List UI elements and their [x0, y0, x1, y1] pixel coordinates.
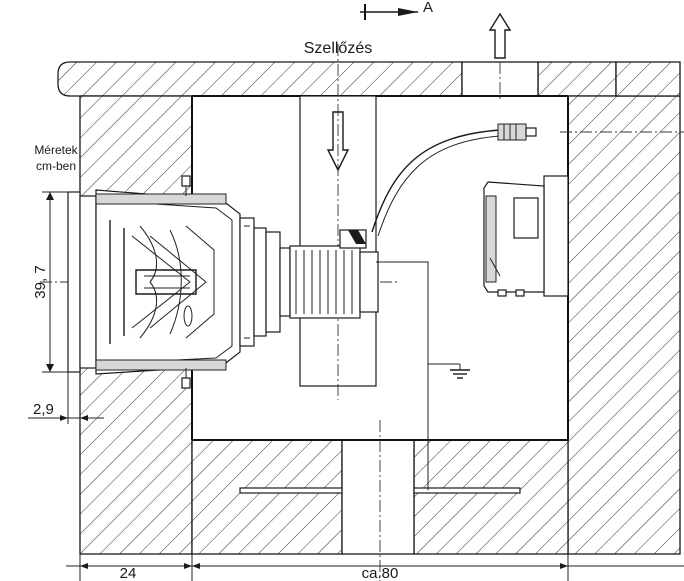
- dim-wall-arrow-right-icon: [184, 563, 192, 569]
- right-wall-top: [615, 61, 681, 97]
- dim-arrow-bottom-icon: [46, 364, 54, 372]
- fan-housing-band-bottom: [95, 359, 227, 371]
- controller-foot-2: [515, 289, 525, 297]
- dim-flange-arrow-left-icon: [60, 415, 68, 421]
- ceiling-slab-right: [537, 61, 617, 97]
- motor-connector-icon: [348, 230, 366, 244]
- dim-wall-label: 24: [120, 565, 137, 581]
- dim-height-label: 39, 7: [32, 265, 49, 298]
- dim-room-arrow-left-icon: [192, 563, 200, 569]
- section-label: A: [423, 0, 433, 16]
- fan-housing-inner: [95, 199, 233, 365]
- dim-arrow-top-icon: [46, 192, 54, 200]
- motor-cable: [371, 129, 501, 233]
- motor-fins: [295, 250, 353, 314]
- dim-wall-arrow-left-icon: [80, 563, 88, 569]
- controller-foot-1: [497, 289, 507, 297]
- ventilation-label: Szellőzés: [304, 40, 372, 57]
- arrow-down-icon: [326, 111, 350, 172]
- cable-gland-nut: [525, 127, 537, 137]
- dim-room-arrow-right-icon: [560, 563, 568, 569]
- ground-wire: [376, 261, 429, 490]
- dim-flange-arrow-right-icon: [80, 415, 88, 421]
- controller-heatsink: [485, 195, 497, 283]
- fan-adapter-plate-4: [279, 247, 291, 317]
- floor-drain-channel: [341, 439, 415, 555]
- fan-adapter-plate-2: [253, 227, 267, 337]
- units-label-line1: Méretek: [34, 143, 78, 157]
- fan-wall-flange: [67, 191, 81, 373]
- fan-adapter-plate-1: [239, 217, 255, 347]
- dim-room-label: ca.80: [362, 565, 399, 581]
- ground-symbol-icon: [450, 369, 470, 379]
- motor-body: [289, 245, 361, 319]
- fan-bolt-bottom-head: [181, 377, 191, 389]
- fan-housing: [95, 189, 241, 375]
- floor-slab-left: [191, 439, 343, 555]
- motor-cable-outer: [377, 135, 501, 237]
- units-label-line2: cm-ben: [36, 159, 76, 173]
- fan-wall-flange-inner: [79, 195, 97, 369]
- fan-adapter-plate-3: [265, 231, 281, 333]
- floor-slab-right: [413, 439, 569, 555]
- controller-mount-plate: [543, 175, 569, 297]
- right-wall: [567, 95, 681, 555]
- arrow-up-icon: [488, 12, 512, 59]
- controller-display: [513, 197, 539, 239]
- fan-impeller: [109, 220, 215, 344]
- fan-housing-band-top: [95, 193, 227, 205]
- ceiling-slab: [57, 61, 463, 97]
- dim-flange-label: 2,9: [33, 401, 54, 418]
- controller-cable-entry: [489, 257, 501, 277]
- section-arrow-icon: [398, 8, 418, 16]
- motor-end-cap: [359, 251, 379, 313]
- cable-gland: [497, 123, 527, 141]
- floor-bar-right: [413, 487, 521, 494]
- fan-bolt-top-head: [181, 175, 191, 187]
- floor-bar-left: [239, 487, 343, 494]
